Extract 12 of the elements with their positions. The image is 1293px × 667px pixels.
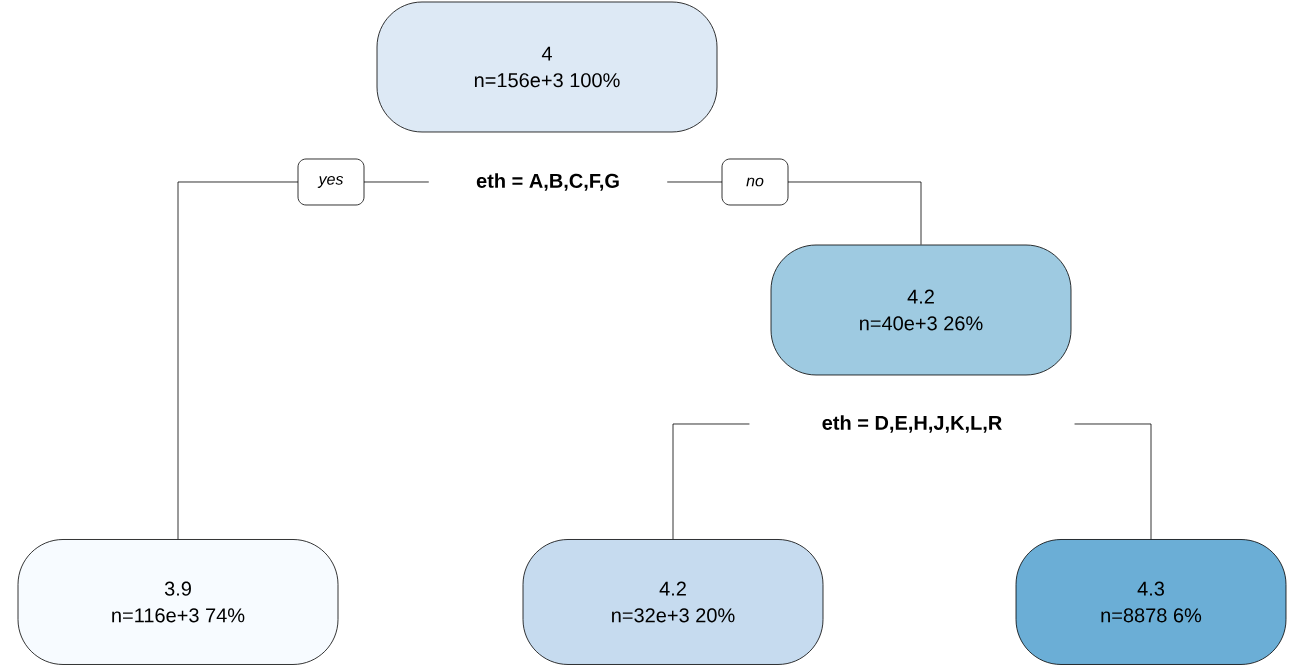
split-label: eth = A,B,C,F,G [476, 173, 619, 191]
edge-label: no [721, 158, 789, 206]
connector-line [1074, 423, 1152, 540]
tree-node-box: 4 n=156e+3 100% [376, 1, 718, 133]
tree-node-box: 4.2 n=40e+3 26% [770, 244, 1072, 376]
connector-line [672, 423, 750, 540]
edge-label: yes [297, 158, 365, 206]
split-label: eth = D,E,H,J,K,L,R [822, 415, 1002, 433]
tree-node-box: 3.9 n=116e+3 74% [17, 539, 339, 665]
tree-node-box: 4.3 n=8878 6% [1015, 539, 1287, 665]
connector-line [177, 181, 430, 540]
tree-node-box: 4.2 n=32e+3 20% [522, 539, 824, 665]
